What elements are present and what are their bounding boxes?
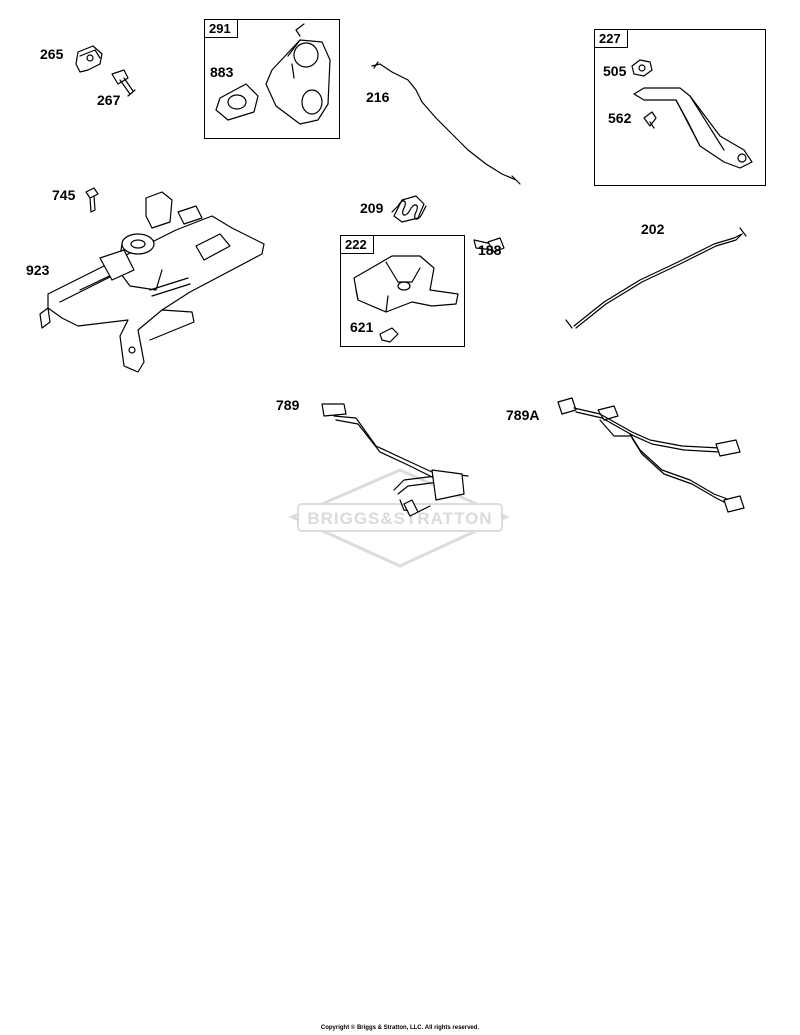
part-789-harness	[321, 403, 469, 517]
kit-box-227	[594, 29, 766, 186]
label-202: 202	[641, 221, 665, 237]
part-265-clip	[75, 45, 103, 73]
part-188-bolt	[473, 237, 505, 253]
label-209: 209	[360, 200, 384, 216]
copyright-footer: Copyright © Briggs & Stratton, LLC. All …	[320, 1025, 480, 1031]
part-562-screw	[643, 111, 657, 129]
kit-box-291-label: 291	[205, 20, 238, 38]
label-789A: 789A	[506, 407, 540, 423]
part-202-rod	[565, 227, 747, 329]
label-745: 745	[52, 187, 76, 203]
kit-box-222-label: 222	[341, 236, 374, 254]
watermark-text: BRIGGS&STRATTON	[307, 509, 492, 528]
label-265: 265	[40, 46, 64, 62]
kit-box-291	[204, 19, 340, 139]
part-789A-harness	[557, 397, 745, 513]
part-222-bracket	[353, 255, 459, 313]
part-923-control-bracket	[39, 191, 265, 373]
part-745-bolt	[85, 187, 99, 213]
label-267: 267	[97, 92, 121, 108]
label-923: 923	[26, 262, 50, 278]
kit-box-227-label: 227	[595, 30, 628, 48]
label-216: 216	[366, 89, 390, 105]
label-188: 188	[478, 242, 502, 258]
part-291-plate	[265, 23, 331, 125]
part-505-nut	[631, 59, 653, 77]
label-883: 883	[210, 64, 234, 80]
label-621: 621	[350, 319, 374, 335]
part-883-gasket	[215, 83, 259, 121]
label-562: 562	[608, 110, 632, 126]
part-216-rod	[371, 61, 521, 185]
part-227-lever	[633, 87, 753, 169]
part-621-clip	[379, 327, 399, 343]
part-267-screw	[111, 69, 136, 97]
label-789: 789	[276, 397, 300, 413]
part-209-spring	[391, 195, 427, 223]
label-505: 505	[603, 63, 627, 79]
kit-box-222	[340, 235, 465, 347]
